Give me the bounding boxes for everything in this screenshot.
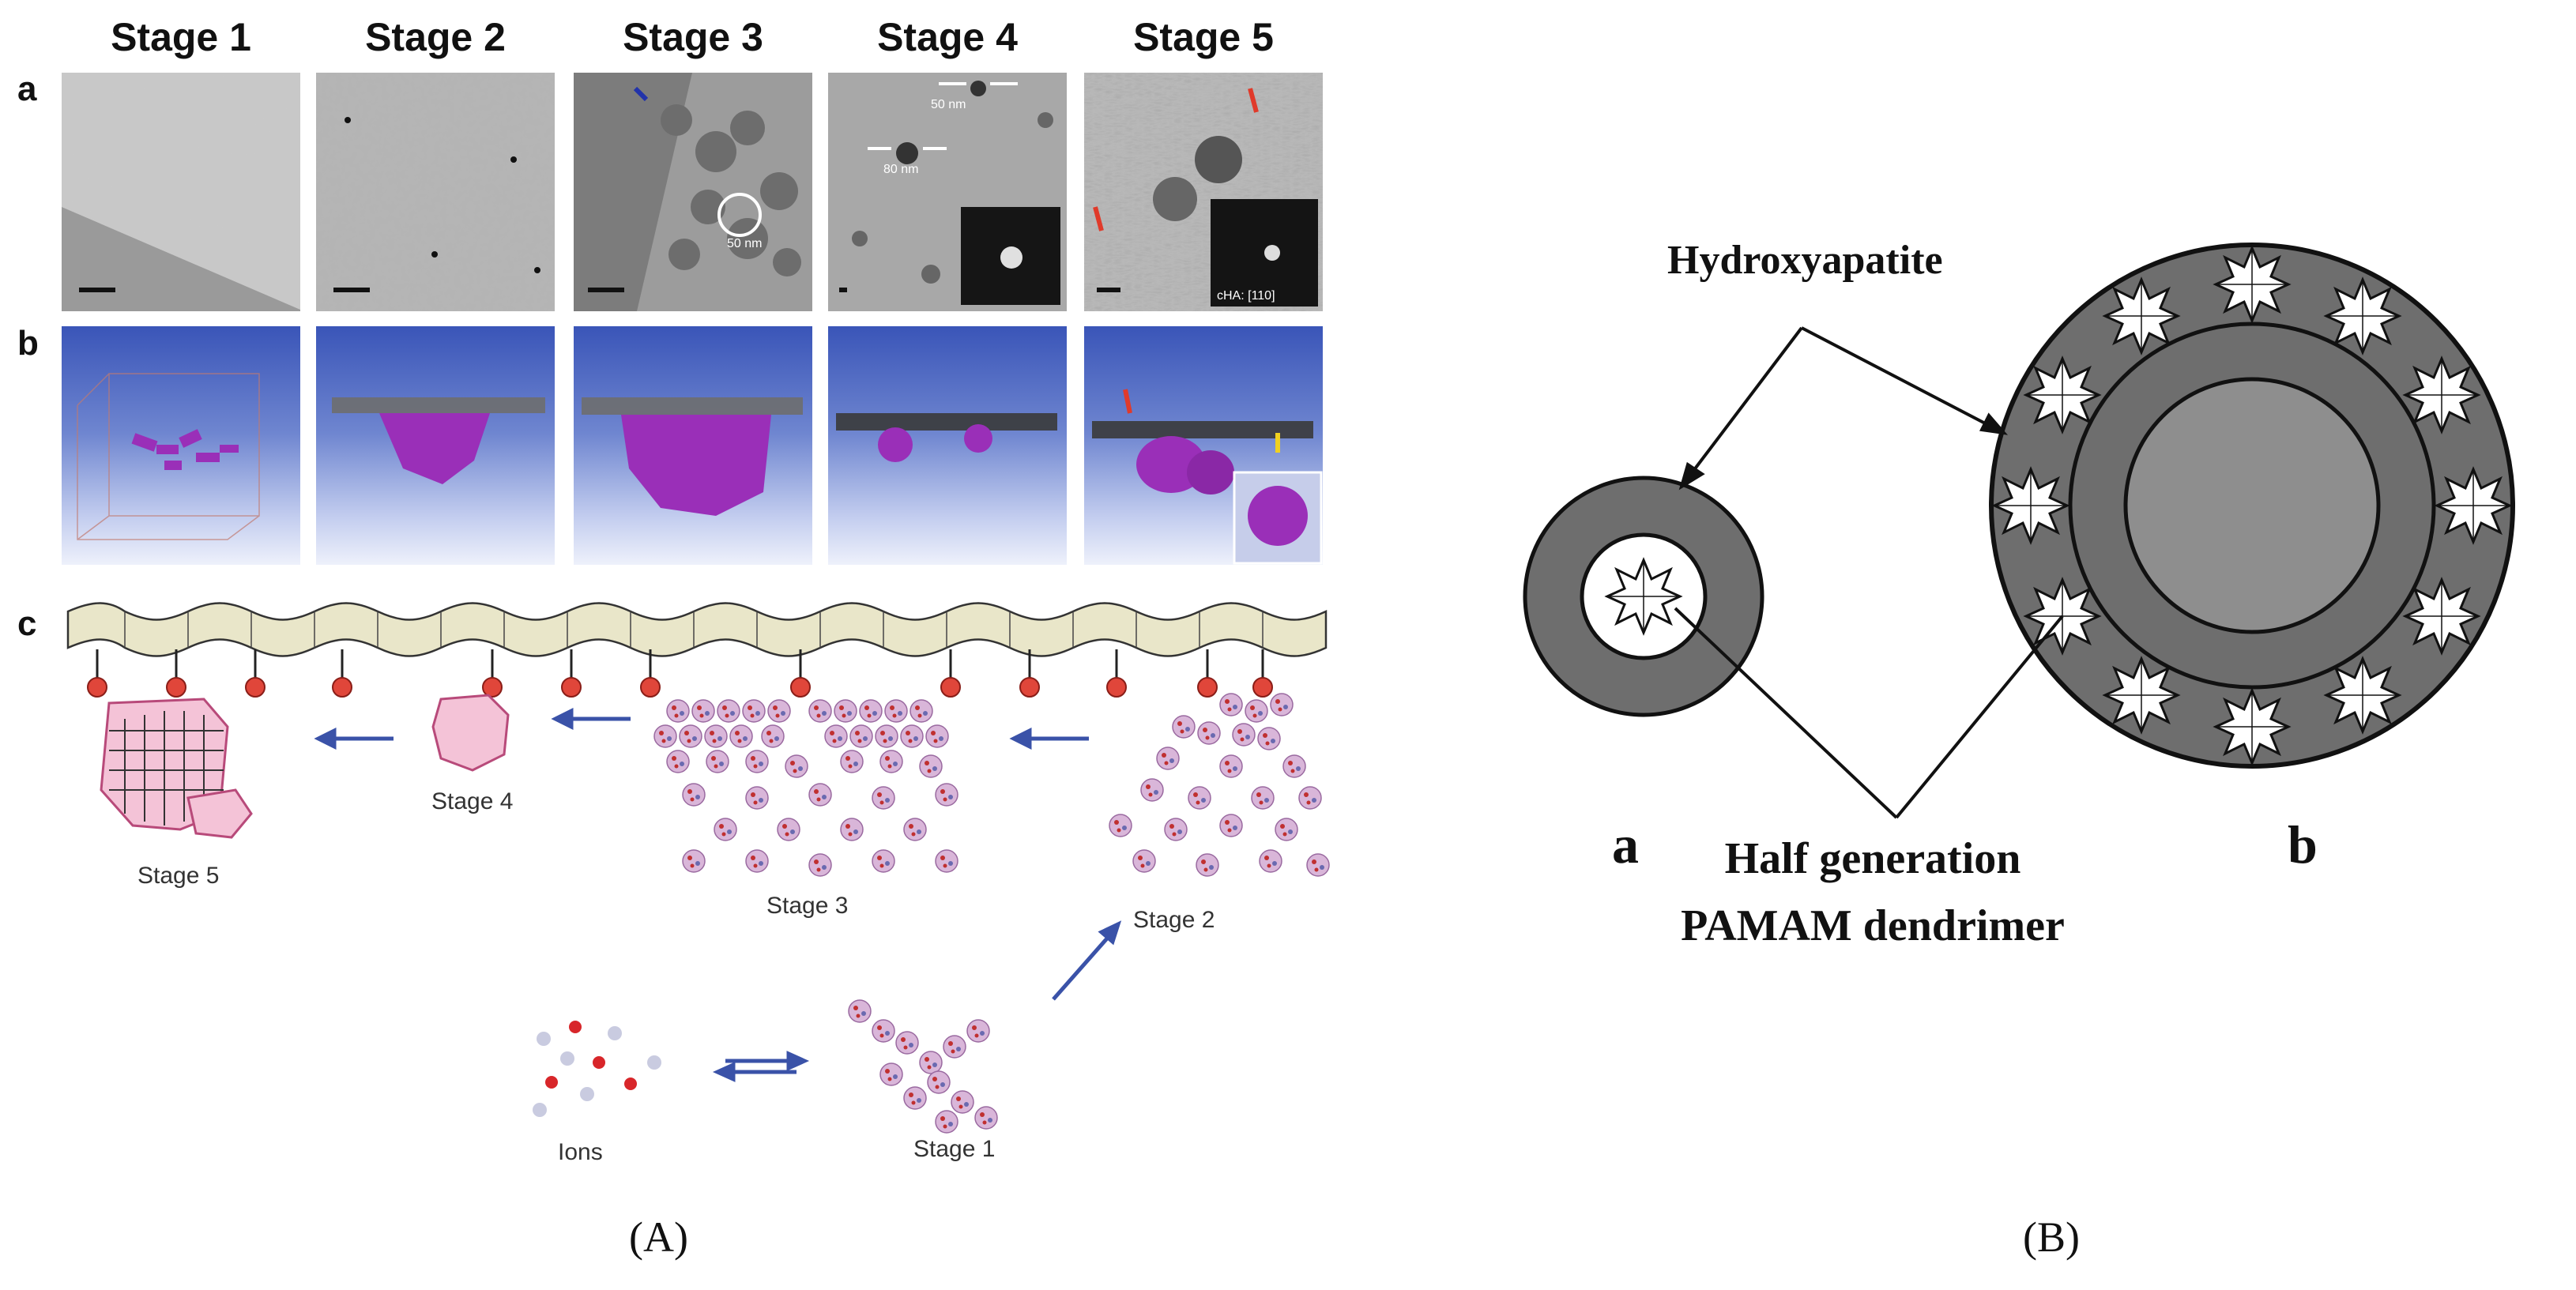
schematic-label-stage-2: Stage 2: [1133, 907, 1215, 933]
rendering-stage-1: [62, 326, 300, 565]
dendrimer-star-icon: [1606, 558, 1682, 634]
scale-label-stage-4-left: 80 nm: [883, 163, 919, 176]
stage-title-4: Stage 4: [877, 15, 1018, 59]
caption-a: (A): [629, 1213, 688, 1261]
micrograph-stage-3: [574, 73, 812, 311]
rendering-stage-5: [1084, 326, 1323, 565]
rendering-stage-3: [574, 326, 812, 565]
dendrimer-label-line-2: PAMAM dendrimer: [1681, 901, 2065, 950]
sub-label-a: a: [1612, 814, 1639, 874]
rendering-stage-4: [828, 326, 1067, 565]
row-label-c: c: [17, 604, 37, 643]
stage-title-2: Stage 2: [365, 15, 506, 59]
row-label-b: b: [17, 324, 39, 363]
scale-label-stage-3: 50 nm: [727, 237, 763, 250]
particle-b-core: [2123, 377, 2381, 634]
scale-label-stage-5-inset: cHA: [110]: [1217, 289, 1275, 303]
schematic-label-stage-3: Stage 3: [766, 893, 849, 919]
rendering-stage-2: [316, 326, 555, 565]
stage-title-5: Stage 5: [1133, 15, 1274, 59]
stage-title-1: Stage 1: [111, 15, 251, 59]
scale-label-stage-4-top: 50 nm: [931, 98, 966, 111]
micrograph-stage-1: [62, 73, 300, 311]
nucleation-schematic: [62, 600, 1342, 1201]
hydroxyapatite-label: Hydroxyapatite: [1667, 238, 1943, 283]
sub-label-b: b: [2288, 814, 2318, 874]
schematic-label-stage-4: Stage 4: [431, 788, 514, 814]
caption-b: (B): [2023, 1213, 2080, 1261]
micrograph-stage-5: [1084, 73, 1323, 311]
dendrimer-label-line-1: Half generation: [1724, 834, 2021, 883]
schematic-label-stage-5: Stage 5: [137, 863, 220, 889]
micrograph-stage-4: [828, 73, 1067, 311]
stage-title-3: Stage 3: [623, 15, 763, 59]
dendrimer-diagram: [1523, 243, 2515, 819]
row-label-a: a: [17, 70, 37, 108]
schematic-label-stage-1: Stage 1: [913, 1136, 996, 1162]
micrograph-stage-2: [316, 73, 555, 311]
schematic-label-ions: Ions: [558, 1139, 603, 1165]
